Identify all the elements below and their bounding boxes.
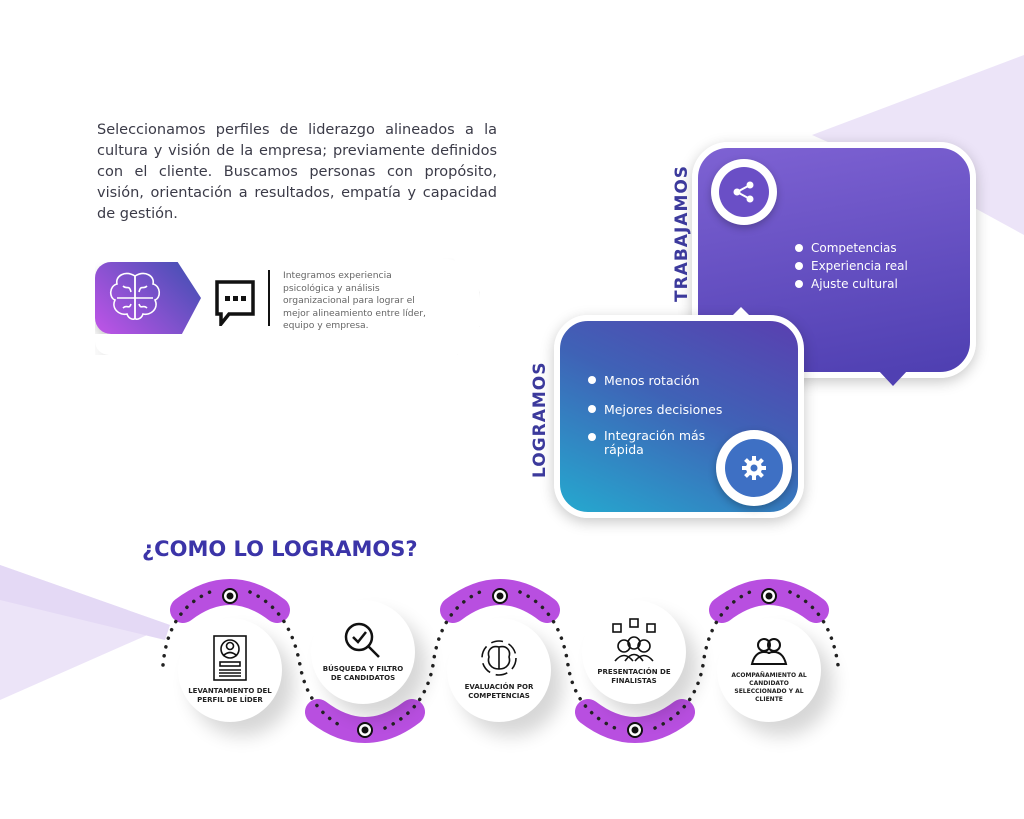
step-label: BÚSQUEDA Y FILTRO DE CANDIDATOS [322,665,404,682]
gear-icon [742,456,766,480]
step-2: BÚSQUEDA Y FILTRO DE CANDIDATOS [311,600,415,704]
brain-cycle-icon [481,640,517,676]
trabajamos-item: Competencias [795,240,897,257]
profile-document-icon [213,635,247,681]
logramos-label: LOGRAMOS [530,361,550,479]
step-label: EVALUACIÓN POR COMPETENCIAS [464,683,534,700]
search-check-icon [344,622,380,658]
section-title: ¿COMO LO LOGRAMOS? [142,537,418,561]
card-text: Integramos experiencia psicológica y aná… [283,270,426,331]
brain-badge [95,262,201,334]
step-5: ACOMPAÑAMIENTO AL CANDIDATO SELECCIONADO… [717,618,821,722]
step-4: PRESENTACIÓN DE FINALISTAS [582,600,686,704]
step-label: ACOMPAÑAMIENTO AL CANDIDATO SELECCIONADO… [731,672,807,703]
trabajamos-label: TRABAJAMOS [672,164,692,302]
bubble-tail [727,307,755,321]
group-checklist-icon [612,618,656,662]
share-icon [733,181,754,203]
process-path [161,579,840,743]
logramos-item: Menos rotación [588,372,700,389]
intro-paragraph: Seleccionamos perfiles de liderazgo alin… [97,122,497,222]
people-icon [750,638,788,665]
step-3: EVALUACIÓN POR COMPETENCIAS [447,618,551,722]
bubble-tail [878,370,908,386]
step-1: LEVANTAMIENTO DEL PERFIL DE LÍDER [178,618,282,722]
brain-icon [109,272,161,320]
logramos-item: Integración más rápida [588,429,718,457]
share-badge [711,159,777,225]
divider [268,270,270,326]
logramos-item: Mejores decisiones [588,401,722,418]
gear-badge [716,430,792,506]
step-label: LEVANTAMIENTO DEL PERFIL DE LÍDER [188,687,272,704]
trabajamos-item: Experiencia real [795,258,908,275]
step-label: PRESENTACIÓN DE FINALISTAS [597,668,671,685]
trabajamos-item: Ajuste cultural [795,276,898,293]
chat-icon [215,280,255,326]
